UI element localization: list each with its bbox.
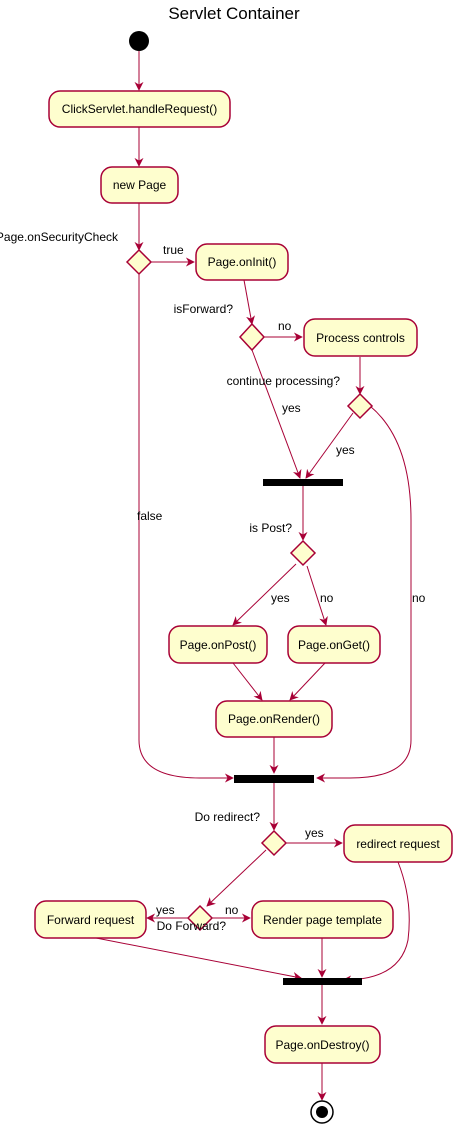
guard-is-post: is Post? [249, 521, 292, 535]
edge-get-to-render [289, 662, 326, 701]
edge-label-security-true: true [163, 243, 184, 257]
activity-label: Page.onDestroy() [275, 1038, 369, 1052]
activity-label: redirect request [356, 837, 440, 851]
decision-do-redirect [260, 829, 288, 857]
guard-continue-processing: continue processing? [227, 374, 341, 388]
edge-label-security-false: false [137, 509, 163, 523]
decision-security-check [125, 248, 153, 276]
edge-init-to-isforward [243, 279, 255, 325]
end-node [310, 1100, 334, 1124]
activity-on-get: Page.onGet() [287, 625, 381, 664]
sync-bar-2 [234, 775, 314, 783]
activity-label: Page.onGet() [298, 638, 370, 652]
edge-security-false [138, 274, 234, 783]
diagram-title: Servlet Container [168, 4, 300, 23]
edge-label-forward-no: no [278, 319, 292, 333]
edge-forward-to-bar3 [90, 936, 302, 981]
edge-label-redirect-yes: yes [305, 826, 324, 840]
edge-label-continue-no: no [412, 591, 426, 605]
edge-label-doforward-no: no [225, 903, 239, 917]
edge-ispost-no [306, 565, 328, 626]
edge-isforward-yes [251, 349, 302, 479]
decision-continue-processing [346, 392, 374, 420]
edge-label-continue-yes: yes [336, 443, 355, 457]
edge-redirect-request-to-bar3 [342, 861, 410, 985]
activity-label: Process controls [316, 331, 405, 345]
guard-security-check: Page.onSecurityCheck [0, 230, 119, 244]
activity-forward-request: Forward request [34, 900, 147, 939]
activity-process-controls: Process controls [303, 318, 418, 357]
edge-ispost-yes [232, 563, 297, 626]
edge-redirect-no [206, 849, 267, 907]
activity-on-destroy: Page.onDestroy() [264, 1025, 381, 1064]
edge-continue-yes [305, 412, 354, 479]
activity-render-template: Render page template [251, 900, 394, 939]
activity-redirect-request: redirect request [343, 824, 453, 863]
activity-label: new Page [113, 178, 167, 192]
decision-is-forward [238, 322, 266, 352]
edges [90, 51, 412, 1101]
activity-label: Page.onPost() [180, 638, 257, 652]
edge-label-post-yes: yes [271, 591, 290, 605]
guard-do-redirect: Do redirect? [195, 810, 261, 824]
activity-on-post: Page.onPost() [168, 625, 268, 664]
sync-bar-1 [263, 479, 343, 486]
start-node [129, 31, 149, 51]
edge-label-forward-yes: yes [282, 401, 301, 415]
sync-bar-3 [283, 978, 362, 985]
edge-post-to-render [232, 662, 263, 701]
activity-label: ClickServlet.handleRequest() [62, 102, 217, 116]
edge-label-post-no: no [320, 591, 334, 605]
activity-on-render: Page.onRender() [215, 700, 333, 738]
activity-label: Page.onRender() [228, 712, 320, 726]
edge-label-doforward-yes: yes [156, 903, 175, 917]
activity-new-page: new Page [100, 166, 179, 204]
activity-label: Forward request [47, 913, 135, 927]
decision-do-forward [186, 904, 214, 932]
edge-continue-no [316, 405, 412, 783]
activity-handle-request: ClickServlet.handleRequest() [48, 90, 231, 128]
guard-is-forward: isForward? [174, 302, 234, 316]
activity-label: Render page template [263, 913, 382, 927]
decision-is-post [289, 539, 317, 567]
activity-label: Page.onInit() [208, 255, 277, 269]
activity-on-init: Page.onInit() [195, 243, 289, 281]
guard-do-forward: Do Forward? [157, 919, 227, 933]
